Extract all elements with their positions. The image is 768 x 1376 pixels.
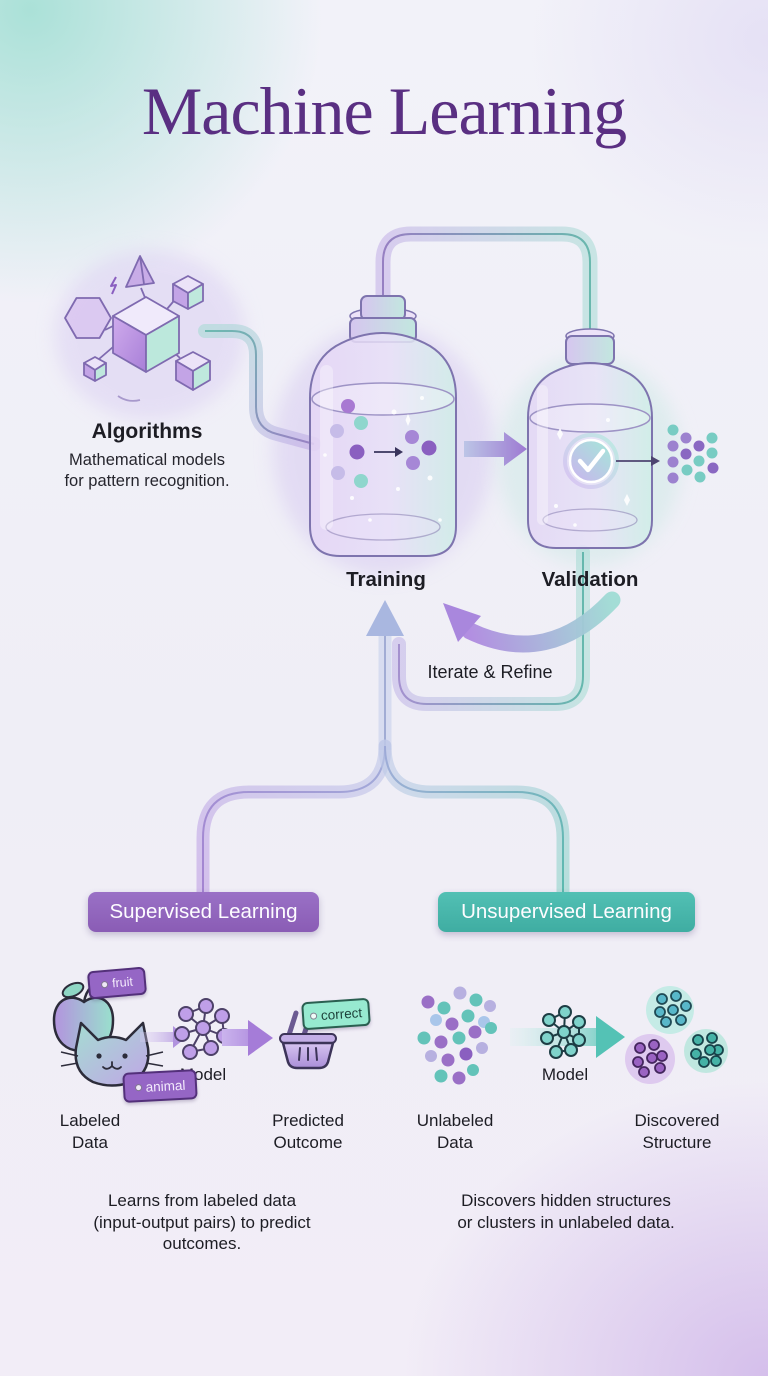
feedback-up-arrow — [366, 600, 404, 636]
supervised-description-line3: outcomes. — [162, 1234, 242, 1253]
supervised-description-line1: Learns from labeled data — [107, 1191, 297, 1210]
geometric-cubes-icon — [64, 255, 211, 402]
iterate-refine-label: Iterate & Refine — [427, 662, 553, 682]
discovered-structure-line2: Structure — [642, 1132, 712, 1152]
pipe-training-to-validation — [375, 226, 598, 364]
validation-output — [616, 424, 719, 484]
cluster-circles-icon — [625, 986, 728, 1084]
predicted-outcome-line2: Outcome — [273, 1132, 343, 1152]
predicted-outcome-label: Predicted Outcome — [248, 1110, 368, 1153]
algorithms-description: Mathematical models for pattern recognit… — [17, 450, 277, 492]
training-data-dots — [323, 396, 442, 522]
supervised-description-line2: (input-output pairs) to predict — [93, 1212, 311, 1232]
jar-flask-icon — [309, 295, 457, 557]
animal-tag: animal — [122, 1069, 198, 1103]
jar-checkmark-icon — [527, 328, 653, 549]
supervised-learning-badge: Supervised Learning — [88, 892, 319, 932]
algorithms-label: Algorithms — [91, 420, 203, 443]
unsupervised-model-label: Model — [541, 1065, 589, 1084]
unsupervised-network-model-icon — [540, 1005, 586, 1059]
animal-tag-label: animal — [145, 1077, 186, 1095]
tag-hole — [309, 1011, 318, 1020]
unlabeled-data-label: Unlabeled Data — [395, 1110, 515, 1153]
training-label: Training — [346, 568, 426, 591]
pipe-validation-feedback-loop — [392, 545, 590, 711]
validation-sparkles — [554, 418, 630, 527]
algorithms-description-line1: Mathematical models — [69, 451, 225, 469]
curved-arrow-icon — [443, 591, 621, 653]
unsupervised-description-line2: or clusters in unlabeled data. — [457, 1212, 675, 1232]
labeled-data-line1: Labeled — [59, 1111, 121, 1130]
supervised-description: Learns from labeled data (input-output p… — [52, 1190, 352, 1255]
labeled-data-line2: Data — [72, 1132, 108, 1152]
labeled-data-label: Labeled Data — [30, 1110, 150, 1153]
pipe-branch-unsupervised — [378, 739, 570, 903]
correct-tag: correct — [301, 997, 371, 1031]
discovered-structure-label: Discovered Structure — [617, 1110, 737, 1153]
unsupervised-learning-badge: Unsupervised Learning — [438, 892, 695, 932]
predicted-outcome-line1: Predicted — [272, 1111, 344, 1130]
fruit-tag-label: fruit — [111, 974, 134, 991]
pipe-branch-supervised — [196, 739, 392, 903]
unsupervised-description-line1: Discovers hidden structures — [461, 1191, 671, 1210]
unlabeled-data-line1: Unlabeled — [416, 1111, 494, 1130]
training-to-validation-arrow — [464, 432, 527, 466]
output-dots-grid — [667, 424, 719, 484]
basket-icon — [279, 1004, 337, 1070]
algorithms-description-line2: for pattern recognition. — [64, 472, 230, 490]
validation-label: Validation — [541, 568, 639, 591]
fruit-tag: fruit — [86, 966, 148, 1000]
page-title: Machine Learning — [141, 73, 627, 149]
discovered-structure-line1: Discovered — [634, 1111, 720, 1130]
pipe-algorithms-to-training — [198, 324, 321, 451]
correct-tag-label: correct — [320, 1004, 363, 1023]
supervised-network-model-icon — [174, 998, 232, 1060]
checkmark-icon — [563, 433, 619, 489]
model-to-outcome-arrow — [222, 1020, 273, 1056]
unlabeled-data-line2: Data — [437, 1132, 473, 1152]
scatter-dots-icon — [417, 986, 497, 1085]
tag-hole — [134, 1083, 142, 1091]
unsupervised-description: Discovers hidden structures or clusters … — [416, 1190, 716, 1233]
tag-hole — [100, 980, 109, 988]
